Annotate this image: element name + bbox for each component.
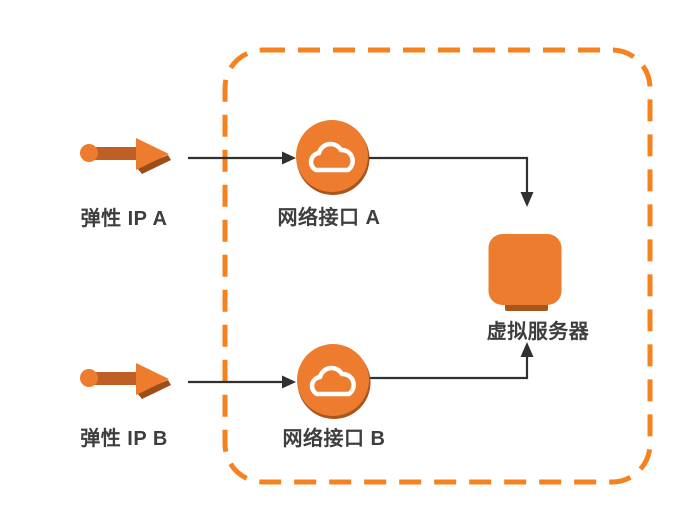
network-interface-b-icon (297, 344, 371, 419)
label-elastic-ip-a: 弹性 IP A (80, 208, 168, 230)
elastic-ip-arrow-facet (137, 380, 171, 399)
arrow-eni-a-to-server (369, 156, 534, 207)
cloud-icon (308, 141, 355, 173)
vpc-dashed-boundary (222, 47, 653, 485)
dashed-boundary-rect (222, 47, 653, 485)
label-elastic-ip-b: 弹性 IP B (80, 428, 168, 450)
cloud-icon (309, 365, 356, 397)
elastic-ip-arrow-facet (137, 155, 171, 174)
elastic-ip-a-icon (80, 138, 171, 174)
arrow-eip-b-to-eni-b (188, 375, 296, 389)
label-network-interface-a: 网络接口 A (277, 207, 381, 229)
elastic-ip-b-icon (80, 363, 171, 399)
arrow-eni-b-to-server (370, 342, 534, 380)
elastic-ip-arrow-shaft (94, 372, 141, 385)
elastic-ip-arrow-shaft (94, 147, 141, 160)
elastic-ip-arrow-head (136, 138, 169, 170)
elastic-ip-arrow-head (136, 363, 169, 395)
elastic-ip-arrow-tail-dot (80, 369, 98, 387)
elastic-ip-arrow-tail-dot (80, 144, 98, 162)
server-box (488, 234, 562, 305)
label-network-interface-b: 网络接口 B (282, 428, 386, 450)
virtual-server-icon (488, 234, 562, 311)
label-virtual-server: 虚拟服务器 (486, 321, 590, 343)
arrow-eip-a-to-eni-a (188, 151, 296, 165)
network-interface-a-icon (296, 120, 370, 195)
